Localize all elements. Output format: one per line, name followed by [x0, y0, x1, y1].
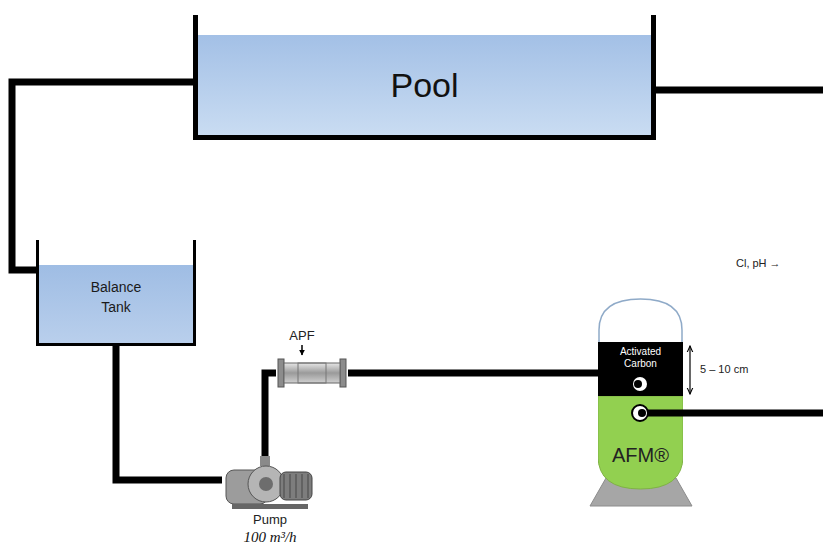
- dosing-note: Cl, pH →: [736, 257, 781, 269]
- text-holder: APF: [276, 328, 328, 344]
- node-text: Pool: [390, 66, 458, 105]
- node-text: Pump: [253, 512, 287, 528]
- node-text: Activated Carbon: [606, 346, 676, 370]
- pool-tank: Pool: [193, 15, 656, 140]
- balance-tank: Balance Tank: [36, 240, 196, 346]
- outlet-pipe: [680, 410, 823, 417]
- pipe-connector: [265, 373, 276, 456]
- activated-carbon-layer: Activated Carbon: [598, 342, 683, 396]
- node-text: AFM®: [612, 444, 669, 467]
- return-pipe: [654, 87, 823, 94]
- text-holder: Pump100 m³/h: [222, 512, 318, 548]
- node-text: APF: [289, 328, 314, 344]
- pipe-connector: [116, 346, 222, 480]
- node-text: Balance Tank: [80, 277, 152, 317]
- text-holder: Balance Tank: [39, 265, 193, 329]
- pump-illustration: [222, 452, 318, 512]
- apf-unit: APF: [276, 328, 348, 390]
- pipe-connector: [348, 370, 598, 377]
- text-holder: AFM®: [598, 438, 683, 472]
- afm-filter-vessel: AFM® Activated Carbon: [598, 298, 683, 490]
- pump: Pump100 m³/h: [222, 452, 318, 548]
- dimension-label: 5 – 10 cm: [700, 363, 748, 375]
- text-holder: Pool: [198, 35, 651, 135]
- dimension-arrow: [689, 346, 690, 394]
- pipe-connector: [12, 82, 193, 270]
- node-text: 100 m³/h: [243, 528, 296, 546]
- text-holder: Activated Carbon: [598, 345, 683, 371]
